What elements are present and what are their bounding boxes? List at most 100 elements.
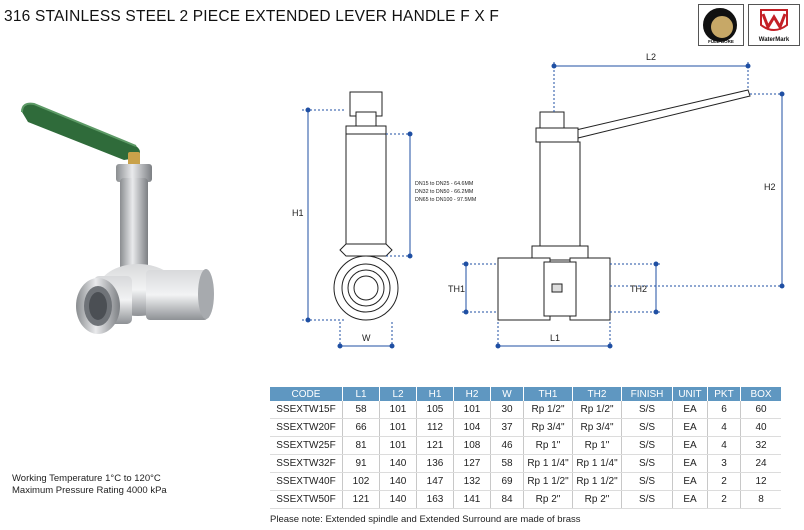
table-cell: 24 [740,454,781,473]
page-title: 316 STAINLESS STEEL 2 PIECE EXTENDED LEV… [4,8,500,25]
table-cell: 101 [453,401,491,419]
table-cell: 112 [416,418,454,437]
table-cell: 147 [416,472,454,491]
table-cell: EA [672,472,708,491]
table-header-row: CODE L1 L2 H1 H2 W TH1 TH2 FINISH UNIT P… [270,387,781,401]
table-cell: S/S [621,490,673,509]
table-cell: SSEXTW15F [270,401,343,419]
dimension-lines [302,62,786,350]
front-view [497,89,751,321]
table-cell: SSEXTW40F [270,472,343,491]
table-cell: 101 [379,436,417,455]
table-cell: 30 [490,401,524,419]
header-code: CODE [270,387,343,401]
table-cell: 6 [707,401,741,419]
stem-nut [128,152,140,166]
table-cell: 58 [342,401,380,419]
table-cell: 66 [342,418,380,437]
table-cell: Rp 1" [523,436,573,455]
table-cell: 12 [740,472,781,491]
table-cell: 40 [740,418,781,437]
header-w: W [490,387,524,401]
table-cell: EA [672,418,708,437]
table-cell: EA [672,490,708,509]
table-cell: S/S [621,472,673,491]
table-cell: 69 [490,472,524,491]
table-cell: EA [672,401,708,419]
table-cell: 141 [453,490,491,509]
table-cell: Rp 2" [523,490,573,509]
valve-photo [21,102,214,334]
dim-label-l1: L1 [550,333,560,343]
table-cell: 60 [740,401,781,419]
header-pkt: PKT [707,387,741,401]
dim-label-l2: L2 [646,52,656,62]
table-cell: Rp 1/2" [523,401,573,419]
table-cell: 3 [707,454,741,473]
watermark-logo-icon [760,9,788,31]
table-cell: SSEXTW32F [270,454,343,473]
table-cell: S/S [621,436,673,455]
product-table: CODE L1 L2 H1 H2 W TH1 TH2 FINISH UNIT P… [270,387,781,509]
table-cell: 127 [453,454,491,473]
table-cell: 4 [707,436,741,455]
table-cell: 105 [416,401,454,419]
table-cell: 102 [342,472,380,491]
header-l1: L1 [342,387,380,401]
table-cell: Rp 3/4" [523,418,573,437]
table-cell: 91 [342,454,380,473]
table-cell: 8 [740,490,781,509]
table-cell: 4 [707,418,741,437]
table-cell: Rp 1 1/2" [523,472,573,491]
table-cell: 136 [416,454,454,473]
specifications: Working Temperature 1°C to 120°C Maximum… [12,473,167,497]
lever-handle [22,103,140,160]
table-cell: Rp 1/2" [572,401,622,419]
table-cell: S/S [621,454,673,473]
table-cell: Rp 1 1/4" [523,454,573,473]
table-cell: S/S [621,418,673,437]
table-cell: 163 [416,490,454,509]
table-cell: 2 [707,472,741,491]
table-cell: 121 [342,490,380,509]
table-cell: 37 [490,418,524,437]
table-cell: 104 [453,418,491,437]
table-cell: EA [672,454,708,473]
table-cell: Rp 1" [572,436,622,455]
table-cell: Rp 3/4" [572,418,622,437]
table-cell: 32 [740,436,781,455]
dim-label-h1: H1 [292,208,304,218]
table-cell: S/S [621,401,673,419]
header-finish: FINISH [621,387,673,401]
header-th1: TH1 [523,387,573,401]
table-cell: 140 [379,454,417,473]
watermark-label: WaterMark [758,37,790,43]
table-cell: EA [672,436,708,455]
size-note-1: DN15 to DN25 - 64.6MM [415,181,473,187]
table-cell: Rp 1 1/2" [572,472,622,491]
table-cell: 108 [453,436,491,455]
table-cell: SSEXTW20F [270,418,343,437]
dim-label-th2: TH2 [630,284,647,294]
table-cell: 2 [707,490,741,509]
full-bore-label: FULL BORE [708,39,734,44]
working-temperature: Working Temperature 1°C to 120°C [12,473,161,484]
header-h1: H1 [416,387,454,401]
table-cell: 121 [416,436,454,455]
dim-label-th1: TH1 [448,284,465,294]
dim-label-h2: H2 [764,182,776,192]
extended-spindle [120,178,148,272]
table-cell: Rp 2" [572,490,622,509]
full-bore-badge: FULL BORE [698,4,744,46]
header-th2: TH2 [572,387,622,401]
table-cell: 81 [342,436,380,455]
full-bore-inner-icon [709,14,735,40]
size-note-2: DN32 to DN50 - 66.2MM [415,189,473,195]
table-cell: SSEXTW25F [270,436,343,455]
table-cell: 140 [379,490,417,509]
